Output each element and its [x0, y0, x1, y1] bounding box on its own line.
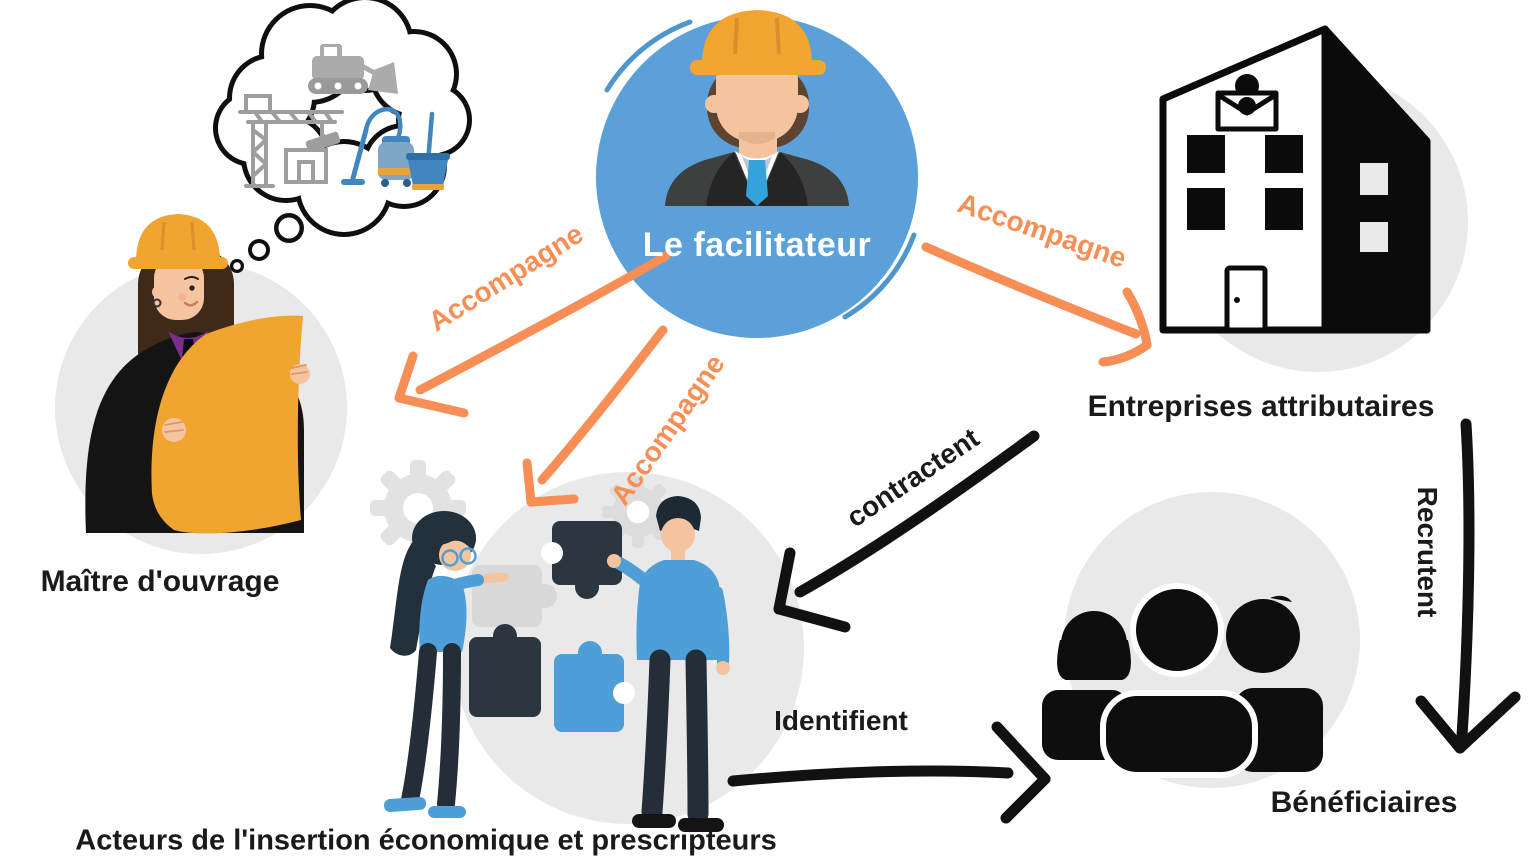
- insertion-actors-label: Acteurs de l'insertion économique et pre…: [75, 824, 777, 857]
- accompagne-right-arrow: [921, 242, 1152, 367]
- people-with-puzzle-icon: [384, 496, 730, 832]
- awarded-companies-label: Entreprises attributaires: [1087, 390, 1435, 423]
- recrutent-arrow: [1415, 418, 1521, 754]
- recrutent-edge-label: Recrutent: [1412, 486, 1443, 618]
- contractent-arrow: [773, 430, 1040, 633]
- gear-icon: [602, 476, 674, 548]
- project-owner-label: Maître d'ouvrage: [40, 565, 280, 598]
- people-group-icon: [1042, 583, 1323, 778]
- cleaning-equipment-icon: [341, 106, 450, 190]
- office-building-icon: [1159, 25, 1431, 334]
- engineer-avatar-icon: [665, 10, 849, 206]
- architect-woman-icon: [85, 214, 310, 534]
- accompagne-left-arrow: [394, 251, 671, 418]
- thought-bubble-icon: [213, 0, 472, 273]
- crane-icon: [238, 94, 344, 188]
- facilitator-label: Le facilitateur: [642, 226, 872, 264]
- bulldozer-icon: [308, 44, 398, 94]
- identifient-arrow: [727, 721, 1051, 824]
- identifient-edge-label: Identifient: [774, 705, 908, 736]
- beneficiaries-label: Bénéficiaires: [1270, 786, 1458, 819]
- accompagne-middle-arrow: [522, 325, 668, 507]
